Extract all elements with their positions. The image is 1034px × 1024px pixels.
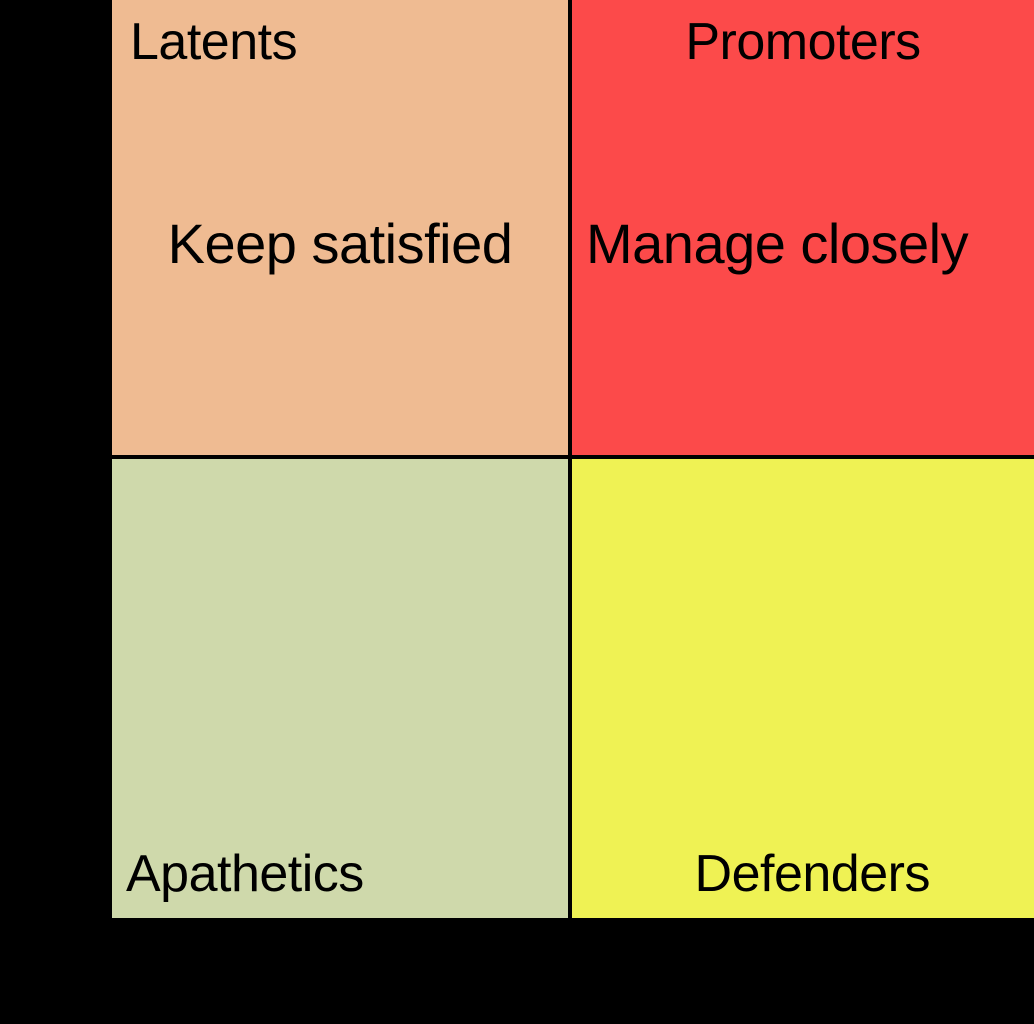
quadrant-apathetics-name: Apathetics: [126, 845, 364, 903]
quadrant-promoters-strategy: Manage closely: [586, 212, 969, 275]
quadrant-latents-strategy: Keep satisfied: [167, 212, 513, 275]
quadrant-promoters-name: Promoters: [685, 13, 921, 71]
quadrant-defenders-name: Defenders: [694, 845, 931, 903]
quadrant-promoters[interactable]: Promoters Manage closely: [572, 0, 1034, 455]
quadrant-latents-name: Latents: [130, 13, 298, 71]
quadrant-defenders[interactable]: Keep informed Defenders: [572, 459, 1034, 918]
quadrant-grid: Latents Keep satisfied Promoters Manage …: [112, 0, 1034, 918]
quadrant-latents[interactable]: Latents Keep satisfied: [112, 0, 568, 455]
quadrant-apathetics[interactable]: Monitor Apathetics: [112, 459, 568, 918]
